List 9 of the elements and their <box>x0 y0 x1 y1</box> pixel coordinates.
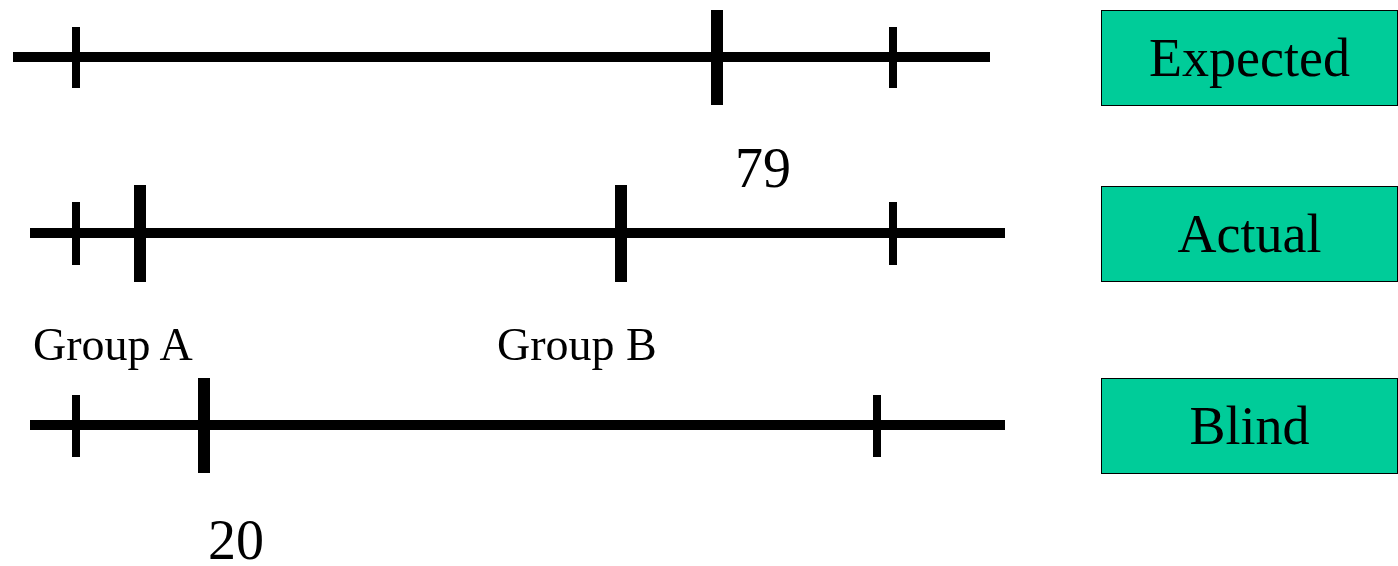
box-label: Blind <box>1189 399 1310 453</box>
group-label: Group B <box>497 322 657 368</box>
label-box <box>1101 10 1398 106</box>
group-label: Group A <box>33 322 193 368</box>
label-box <box>1101 186 1398 282</box>
label-box <box>1101 378 1398 474</box>
box-label: Actual <box>1177 207 1322 261</box>
value-label: 20 <box>208 512 264 566</box>
value-label: 79 <box>735 140 791 196</box>
